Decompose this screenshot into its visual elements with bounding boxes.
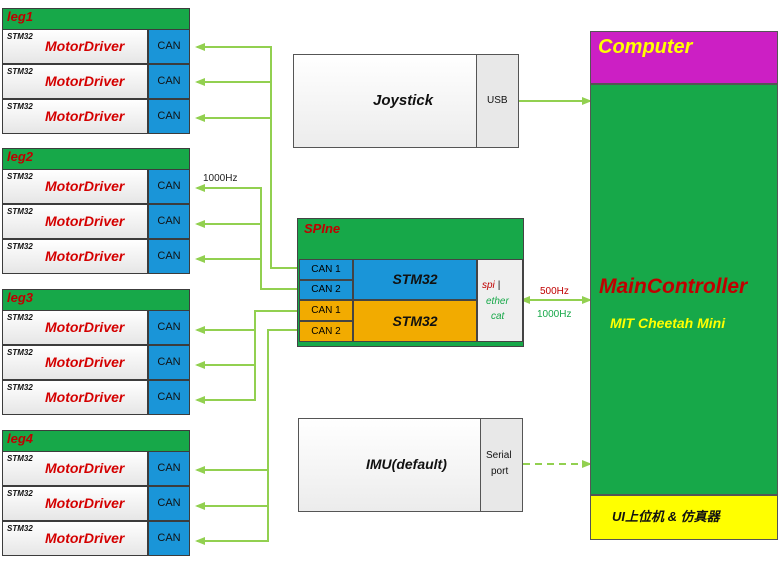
imu-label: IMU(default): [366, 456, 447, 472]
can-port: CAN: [148, 169, 190, 204]
spine-stm32-bottom-label: STM32: [392, 313, 438, 329]
stm32-label: STM32: [7, 454, 33, 463]
leg-title: leg1: [7, 9, 34, 24]
motor-driver-label: MotorDriver: [45, 530, 125, 546]
serial-port-line1: Serial: [486, 450, 512, 461]
stm32-label: STM32: [7, 102, 33, 111]
motor-driver-label: MotorDriver: [45, 248, 125, 264]
spine-can2-bottom: CAN 2: [299, 321, 353, 342]
usb-port: [476, 54, 519, 148]
usb-port-label: USB: [487, 95, 508, 106]
can-port: CAN: [148, 451, 190, 486]
joystick-label: Joystick: [373, 92, 434, 109]
can-port: CAN: [148, 486, 190, 521]
can-port: CAN: [148, 99, 190, 134]
spine-can2-bottom-label: CAN 2: [311, 326, 341, 337]
stm32-label: STM32: [7, 32, 33, 41]
computer-header: [590, 31, 778, 84]
spine-rate-down: 500Hz: [540, 286, 569, 297]
motor-driver-label: MotorDriver: [45, 319, 125, 335]
spine-iface-spi: spi: [482, 280, 495, 291]
leg-group-1: leg1: [2, 8, 190, 29]
spine-stm32-bottom: STM32: [353, 300, 477, 342]
link-leg2: [195, 184, 299, 290]
stm32-label: STM32: [7, 67, 33, 76]
stm32-label: STM32: [7, 383, 33, 392]
can-port: CAN: [148, 29, 190, 64]
spine-stm32-top: STM32: [353, 259, 477, 300]
can-port: CAN: [148, 380, 190, 415]
spine-can1-top: CAN 1: [299, 259, 353, 280]
spine-iface-cat: cat: [491, 311, 505, 322]
spine-iface-sep: |: [497, 280, 501, 291]
computer-footer: [590, 495, 778, 540]
computer-footer-label: UI上位机 & 仿真器: [612, 509, 720, 524]
stm32-label: STM32: [7, 242, 33, 251]
leg-title: leg4: [7, 431, 34, 446]
spine-can2-top-label: CAN 2: [311, 284, 341, 295]
stm32-label: STM32: [7, 489, 33, 498]
leg-group-3: leg3: [2, 289, 190, 310]
stm32-label: STM32: [7, 172, 33, 181]
stm32-label: STM32: [7, 207, 33, 216]
leg-group-4: leg4: [2, 430, 190, 451]
stm32-label: STM32: [7, 313, 33, 322]
leg-title: leg3: [7, 290, 34, 305]
main-controller-box: [590, 84, 778, 495]
link-leg4: [195, 329, 299, 545]
motor-driver-label: MotorDriver: [45, 495, 125, 511]
spine-can1-bottom: CAN 1: [299, 300, 353, 321]
computer-title: Computer: [598, 36, 693, 58]
stm32-label: STM32: [7, 348, 33, 357]
motor-driver-label: MotorDriver: [45, 178, 125, 194]
motor-driver-label: MotorDriver: [45, 389, 125, 405]
stm32-label: STM32: [7, 524, 33, 533]
can-port: CAN: [148, 521, 190, 556]
spine-title: SPIne: [304, 221, 341, 236]
motor-driver-label: MotorDriver: [45, 213, 125, 229]
leg-group-2: leg2: [2, 148, 190, 169]
motor-driver-label: MotorDriver: [45, 108, 125, 124]
can-port: CAN: [148, 310, 190, 345]
spine-can1-bottom-label: CAN 1: [311, 305, 341, 316]
motor-driver-label: MotorDriver: [45, 354, 125, 370]
can-port: CAN: [148, 345, 190, 380]
spine-rate-up: 1000Hz: [537, 309, 572, 320]
motor-driver-label: MotorDriver: [45, 460, 125, 476]
main-controller-sub: MIT Cheetah Mini: [610, 315, 726, 331]
main-controller-label: MainController: [599, 275, 748, 298]
motor-driver-label: MotorDriver: [45, 38, 125, 54]
serial-port-line2: port: [491, 466, 509, 477]
spine-stm32-top-label: STM32: [392, 271, 438, 287]
link-leg3: [195, 310, 299, 404]
spine-can2-top: CAN 2: [299, 280, 353, 300]
motor-driver-label: MotorDriver: [45, 73, 125, 89]
spine-iface-line1: spi |: [482, 280, 500, 291]
spine-interface: [477, 259, 523, 342]
can-port: CAN: [148, 204, 190, 239]
can-port: CAN: [148, 239, 190, 274]
spine-iface-ether: ether: [486, 296, 509, 307]
link-leg1: [195, 43, 299, 269]
spine-can1-top-label: CAN 1: [311, 264, 341, 275]
can-port: CAN: [148, 64, 190, 99]
serial-port: [480, 418, 523, 512]
leg-title: leg2: [7, 149, 34, 164]
leg-link-rate: 1000Hz: [203, 173, 238, 184]
